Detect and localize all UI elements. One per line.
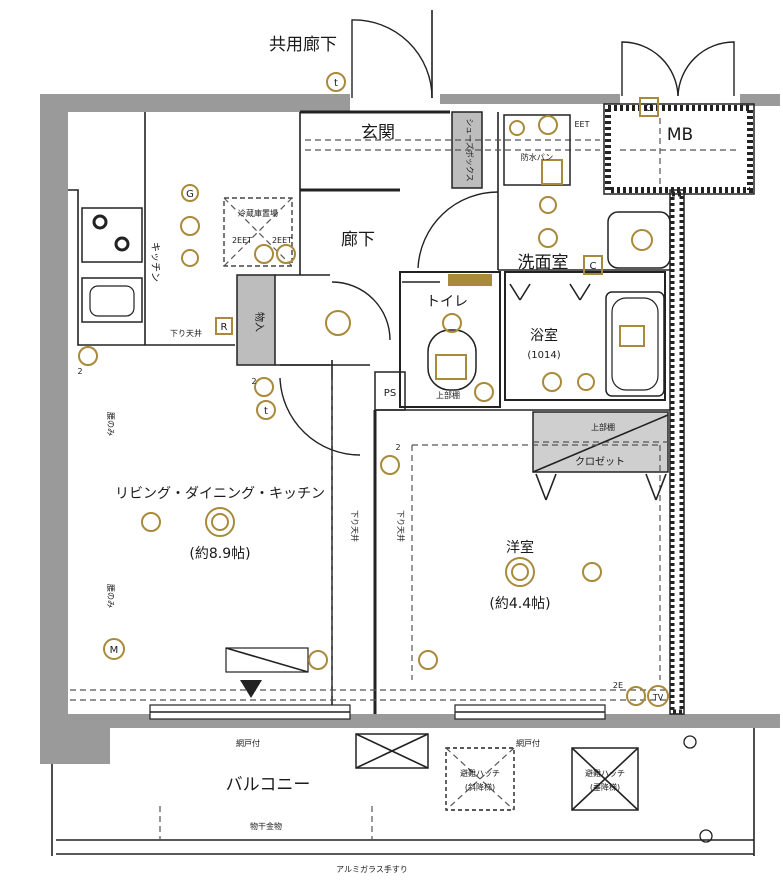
m-symbol: M <box>110 645 119 656</box>
label-bath: 浴室 <box>530 327 558 344</box>
label-ceiling-drop-2: 下り天井 <box>350 510 360 542</box>
label-ps: PS <box>384 388 396 399</box>
tv-symbol: TV <box>652 693 664 702</box>
g-symbol-mb: G <box>645 103 653 114</box>
mb-enclosure <box>603 41 755 715</box>
label-upper-cabinet-closet: 上部棚 <box>591 422 615 432</box>
electrical-symbols <box>78 115 653 706</box>
label-upper-cabinet-toilet: 上部棚 <box>436 390 460 400</box>
r-symbol: R <box>221 322 228 333</box>
room-labels: 共用廊下 玄関 シューズボックス MB 廊下 キッチン 物入 洗面室 トイレ 浴… <box>106 35 693 874</box>
g-symbol-kitchen: G <box>186 189 194 200</box>
label-toilet: トイレ <box>426 294 468 310</box>
label-ldk: リビング・ダイニング・キッチン <box>115 486 325 502</box>
num-2-a: 2 <box>77 367 82 376</box>
label-laundry-rod: 物干金物 <box>250 821 282 831</box>
label-evac-hatch-2: 避難ハッチ <box>585 768 625 778</box>
label-roka: 廊下 <box>341 230 375 250</box>
label-common-corridor: 共用廊下 <box>269 35 337 55</box>
label-fridge: 冷蔵庫置場 <box>238 208 278 218</box>
label-western: 洋室 <box>506 539 534 556</box>
label-balcony: バルコニー <box>226 775 311 795</box>
label-waist-1: 腰のみ <box>106 412 115 436</box>
label-washroom: 洗面室 <box>518 253 569 273</box>
2eet-label-1: 2EET <box>232 236 252 245</box>
num-2-c: 2 <box>395 443 400 452</box>
partitions <box>68 110 670 720</box>
label-genkan: 玄関 <box>361 123 395 143</box>
doors <box>279 10 499 456</box>
label-kitchen: キッチン <box>149 242 161 282</box>
label-ceiling-drop-1: 下り天井 <box>170 328 202 338</box>
label-evac-hatch-1-sub: (斜降梯) <box>465 782 495 792</box>
label-ldk-size: (約8.9帖) <box>189 546 250 562</box>
c-symbol: C <box>590 261 597 272</box>
num-2-b: 2 <box>251 377 256 386</box>
label-screen-door-1: 網戸付 <box>236 738 260 748</box>
fixtures <box>81 114 671 698</box>
t-symbol-2: t <box>264 406 268 417</box>
label-ceiling-drop-3: 下り天井 <box>396 510 406 542</box>
2eet-label-2: 2EET <box>272 236 292 245</box>
label-mb: MB <box>667 125 693 145</box>
label-shoebox: シューズボックス <box>465 118 475 181</box>
badges: t t M TV R C G G 2EET 2EET EET 2 2 2 2E <box>77 72 669 707</box>
num-2e: 2E <box>613 681 623 690</box>
balcony-area <box>51 728 755 856</box>
label-evac-hatch-1: 避難ハッチ <box>460 768 500 778</box>
eet-label: EET <box>575 120 590 129</box>
label-western-size: (約4.4帖) <box>489 596 550 612</box>
label-waterproof-pan: 防水パン <box>521 152 553 162</box>
label-screen-door-2: 網戸付 <box>516 738 540 748</box>
label-closet: クロゼット <box>575 456 625 468</box>
label-waist-2: 腰のみ <box>106 584 115 608</box>
label-railing: アルミガラス手すり <box>336 864 408 874</box>
label-bath-size: (1014) <box>527 350 560 361</box>
t-symbol-1: t <box>334 78 338 89</box>
label-evac-hatch-2-sub: (垂降梯) <box>590 782 620 792</box>
label-storage: 物入 <box>253 312 266 332</box>
